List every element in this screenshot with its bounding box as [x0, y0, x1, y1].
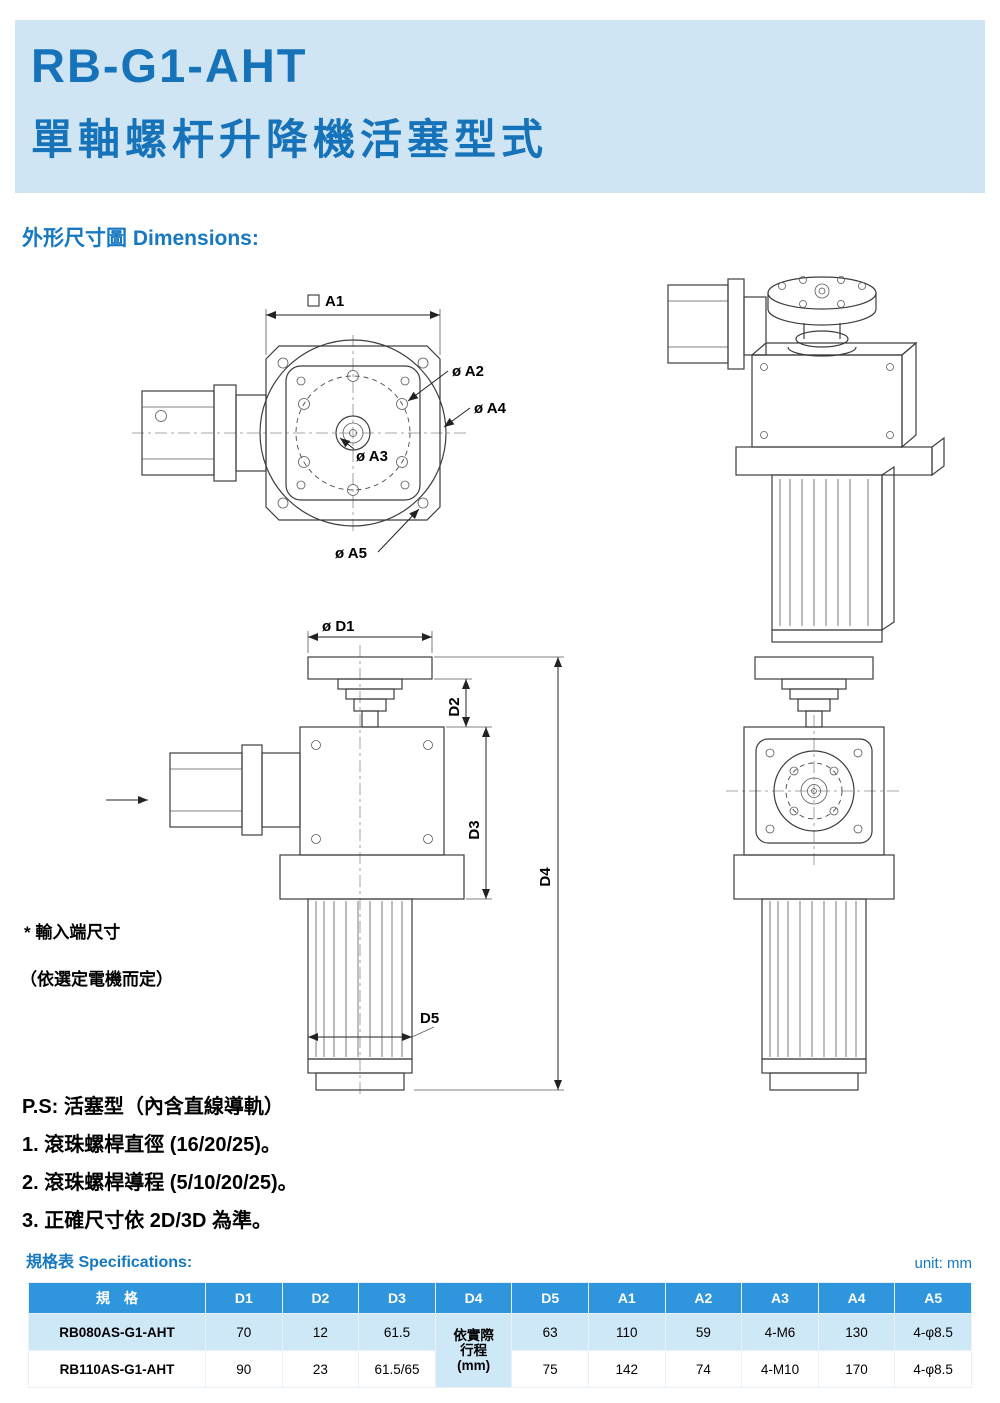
dim-label-a1: A1 [325, 293, 344, 310]
cell-a4: 170 [818, 1351, 895, 1387]
col-header-a4: A4 [818, 1283, 895, 1313]
side-view-drawing: ø D1 D2 D3 D4 D5 * 輸入端尺寸 [20, 618, 564, 1095]
cell-a2: 59 [665, 1314, 742, 1350]
cell-a1: 142 [588, 1351, 665, 1387]
cell-model: RB110AS-G1-AHT [29, 1351, 205, 1387]
cell-d2: 23 [282, 1351, 359, 1387]
top-view-drawing: A1 ø A2 ø A4 ø A3 ø A5 [132, 293, 507, 562]
cell-d5: 63 [512, 1314, 588, 1350]
unit-label: unit: mm [914, 1255, 972, 1272]
col-header-d2: D2 [282, 1283, 359, 1313]
col-header-a2: A2 [665, 1283, 742, 1313]
product-subtitle: 單軸螺杆升降機活塞型式 [31, 116, 549, 163]
dimensions-section-label: 外形尺寸圖 Dimensions: [22, 227, 259, 250]
dim-label-d5: D5 [420, 1010, 439, 1027]
note-1: 1. 滾珠螺桿直徑 (16/20/25)。 [22, 1134, 281, 1156]
cell-d3: 61.5/65 [359, 1351, 435, 1387]
cell-a2: 74 [665, 1351, 742, 1387]
cell-d2: 12 [282, 1314, 359, 1350]
col-header-model: 規 格 [29, 1283, 205, 1313]
note-3: 3. 正確尺寸依 2D/3D 為準。 [22, 1210, 273, 1232]
specs-label: 規格表 Specifications: [26, 1254, 193, 1271]
square-symbol [307, 294, 320, 307]
cell-a3: 4-M10 [742, 1351, 818, 1387]
dim-label-a4: ø A4 [474, 400, 507, 417]
front-view-drawing [726, 656, 902, 1091]
dim-label-d4: D4 [537, 867, 554, 887]
table-header-row: 規 格 D1 D2 D3 D4 D5 A1 A2 A3 A4 A5 [29, 1283, 971, 1313]
cell-a3: 4-M6 [742, 1314, 818, 1350]
specs-header-row: 規格表 Specifications: unit: mm [26, 1248, 972, 1272]
input-note-line2: （依選定電機而定） [20, 969, 173, 989]
table-row: RB080AS-G1-AHT 70 12 61.5 依實際 行程 (mm) 63… [29, 1314, 971, 1387]
cell-model: RB080AS-G1-AHT [29, 1314, 205, 1350]
col-header-a5: A5 [895, 1283, 971, 1313]
cell-a5: 4-φ8.5 [895, 1314, 971, 1350]
col-header-a1: A1 [588, 1283, 665, 1313]
cell-d1: 70 [206, 1314, 282, 1350]
top-view-dimensions: A1 ø A2 ø A4 ø A3 ø A5 [265, 293, 507, 562]
product-title: RB-G1-AHT [31, 39, 308, 92]
cell-a5: 4-φ8.5 [895, 1351, 971, 1387]
ps-note: P.S: 活塞型（內含直線導軌） [22, 1096, 284, 1118]
note-2: 2. 滾珠螺桿導程 (5/10/20/25)。 [22, 1172, 298, 1194]
cell-a4: 130 [818, 1314, 895, 1350]
cell-d3: 61.5 [359, 1314, 435, 1350]
dimension-drawings-svg: A1 ø A2 ø A4 ø A3 ø A5 [20, 276, 945, 1095]
specifications-table: 規 格 D1 D2 D3 D4 D5 A1 A2 A3 A4 A5 RB080A… [28, 1282, 972, 1388]
technical-drawings: A1 ø A2 ø A4 ø A3 ø A5 [20, 255, 980, 1100]
dim-label-d3: D3 [466, 820, 483, 839]
side-view-dimensions: ø D1 D2 D3 D4 D5 [307, 618, 564, 1091]
dim-label-a5: ø A5 [335, 545, 367, 562]
input-note-line1: * 輸入端尺寸 [24, 922, 120, 942]
col-header-d3: D3 [359, 1283, 435, 1313]
header-banner: RB-G1-AHT 單軸螺杆升降機活塞型式 [15, 20, 985, 193]
col-header-a3: A3 [742, 1283, 818, 1313]
iso-view-drawing [667, 276, 945, 643]
notes-section: P.S: 活塞型（內含直線導軌） 1. 滾珠螺桿直徑 (16/20/25)。 2… [22, 1088, 298, 1240]
cell-a1: 110 [588, 1314, 665, 1350]
col-header-d5: D5 [512, 1283, 588, 1313]
col-header-d4: D4 [435, 1283, 512, 1313]
cell-d1: 90 [206, 1351, 282, 1387]
table-row: RB110AS-G1-AHT 90 23 61.5/65 75 142 74 4… [29, 1351, 971, 1387]
dim-label-a2: ø A2 [452, 363, 484, 380]
dim-label-d2: D2 [446, 697, 463, 716]
cell-d5: 75 [512, 1351, 588, 1387]
col-header-d1: D1 [206, 1283, 282, 1313]
dim-label-a3: ø A3 [356, 448, 388, 465]
dim-label-d1: ø D1 [322, 618, 355, 635]
cell-d4-merged: 依實際 行程 (mm) [435, 1314, 512, 1387]
